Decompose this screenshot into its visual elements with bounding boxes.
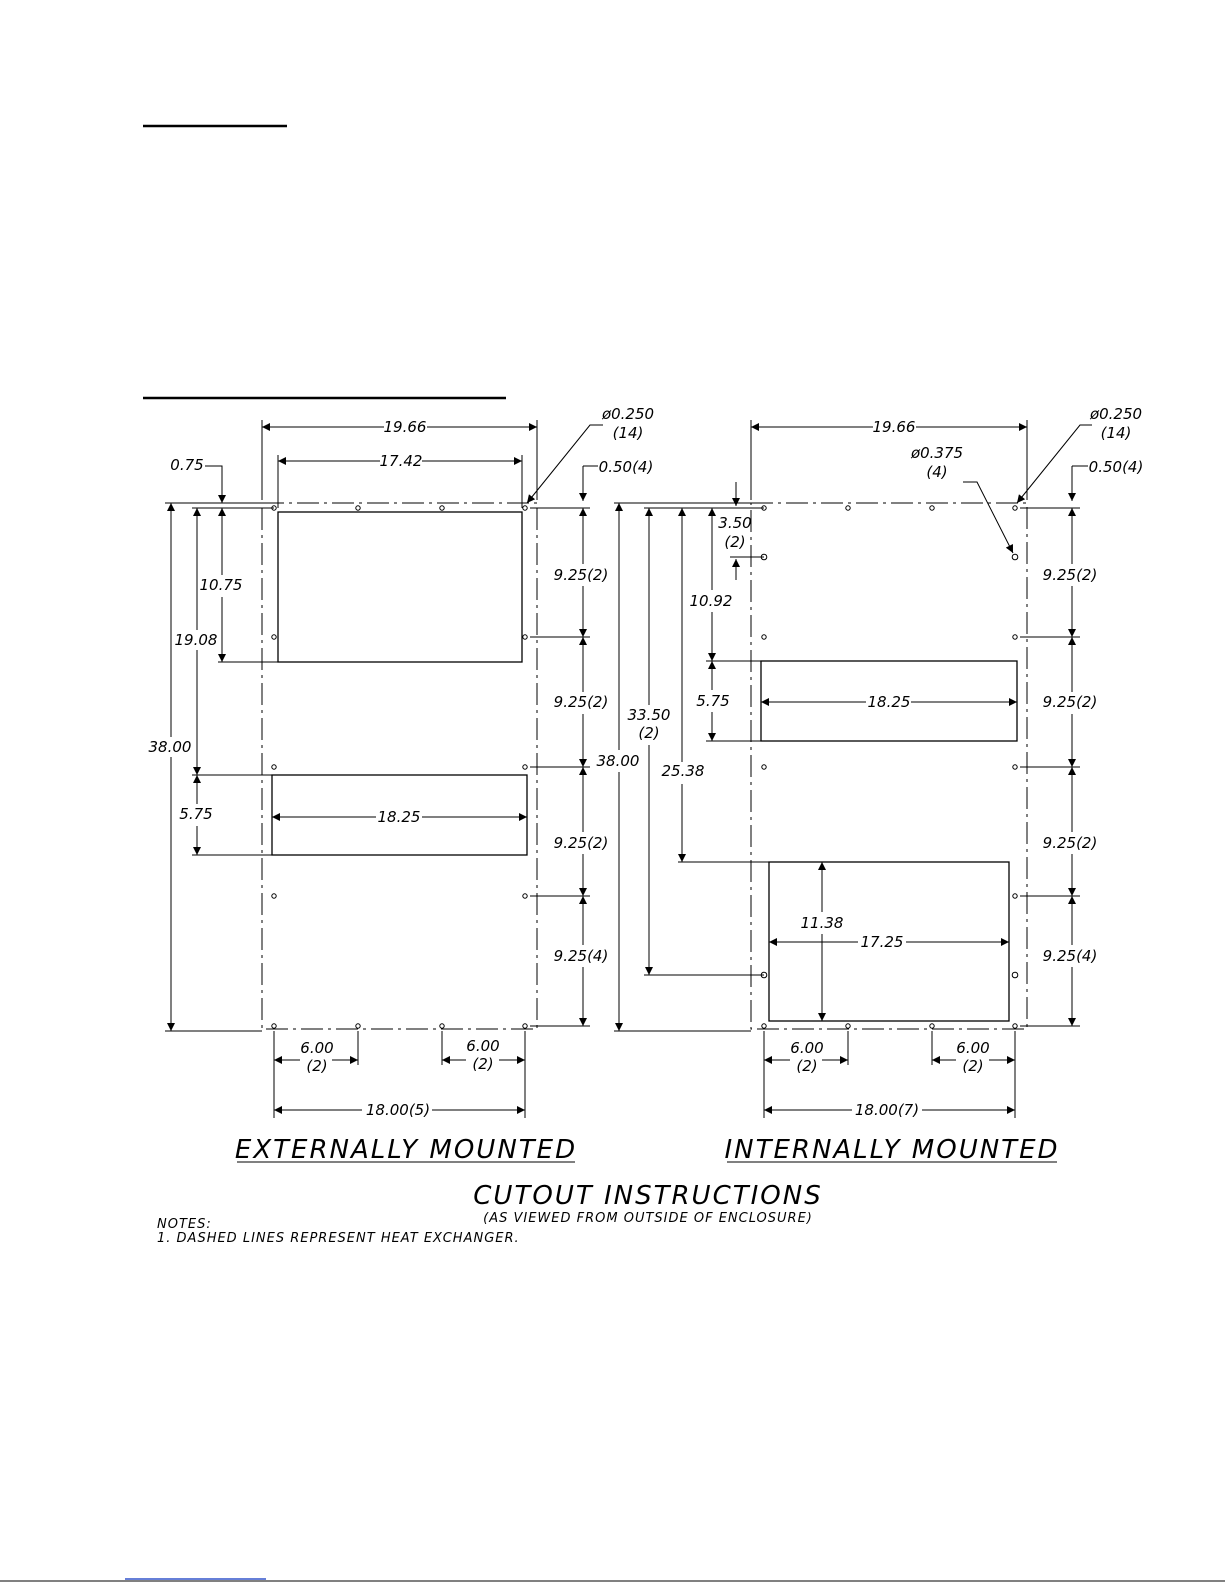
ext-to-bottom-cutout: 19.08 [175,631,218,649]
int-hole2-count: (4) [926,463,947,481]
int-overall-bolt: 18.00(7) [855,1101,919,1119]
ext-spacing-1: 9.25(2) [554,566,609,584]
int-top-cutout-height: 5.75 [696,692,729,710]
ext-bottom-right-count: (2) [472,1055,493,1073]
ext-overall-height: 38.00 [149,738,192,756]
int-bottom-right-count: (2) [962,1057,983,1075]
external-top-cutout [277,511,523,663]
int-to-lower-hole-count: (2) [638,724,659,742]
int-bottom-cutout-width: 17.25 [861,933,904,951]
int-spacing-3: 9.25(2) [1043,834,1098,852]
int-top-hole: 3.50 [718,514,751,532]
ext-spacing-2: 9.25(2) [554,693,609,711]
int-spacing-4: 9.25(4) [1043,947,1098,965]
notes-item-1: 1. DASHED LINES REPRESENT HEAT EXCHANGER… [157,1231,520,1246]
int-bottom-left-pitch: 6.00 [790,1039,823,1057]
int-hole-diameter: ø0.250 [1089,405,1142,423]
external-title: EXTERNALLY MOUNTED [235,1135,577,1165]
ext-bottom-cutout-width: 18.25 [378,808,421,826]
ext-hole-count: (14) [613,424,644,442]
ext-overall-width: 19.66 [384,418,427,436]
int-spacing-1: 9.25(2) [1043,566,1098,584]
int-to-lower-hole: 33.50 [628,706,671,724]
external-holes [271,505,528,1029]
ext-hole-diameter: ø0.250 [601,405,654,423]
ext-bottom-left-pitch: 6.00 [300,1039,333,1057]
ext-top-offset: 0.75 [170,456,203,474]
ext-top-cutout-height: 10.75 [200,576,243,594]
ext-bottom-cutout-height: 5.75 [179,805,212,823]
int-bottom-left-count: (2) [796,1057,817,1075]
int-top-hole-count: (2) [724,533,745,551]
ext-bottom-left-count: (2) [306,1057,327,1075]
ext-right-offset: 0.50(4) [599,458,654,476]
ext-overall-bolt: 18.00(5) [366,1101,430,1119]
int-bottom-cutout-height: 11.38 [801,914,844,932]
int-to-top-cutout: 10.92 [690,592,733,610]
int-bottom-right-pitch: 6.00 [956,1039,989,1057]
caption-subtitle: (AS VIEWED FROM OUTSIDE OF ENCLOSURE) [483,1211,813,1226]
int-hole-count: (14) [1101,424,1132,442]
ext-bottom-right-pitch: 6.00 [466,1037,499,1055]
external-view: 19.66 17.42 0.75 ø0.250 (14) 0.50(4) 10.… [149,405,655,1165]
int-overall-width: 19.66 [873,418,916,436]
ext-spacing-3: 9.25(2) [554,834,609,852]
int-right-offset: 0.50(4) [1089,458,1144,476]
notes-heading: NOTES: [157,1217,212,1232]
int-to-bottom-cutout: 25.38 [662,762,705,780]
int-hole2-diameter: ø0.375 [910,444,963,462]
int-spacing-2: 9.25(2) [1043,693,1098,711]
internal-view: 19.66 ø0.250 (14) ø0.375 (4) 0.50(4) 3.5… [597,405,1144,1165]
internal-title: INTERNALLY MOUNTED [724,1135,1059,1165]
caption-title: CUTOUT INSTRUCTIONS [473,1181,822,1211]
int-top-cutout-width: 18.25 [868,693,911,711]
internal-holes [760,505,1019,1029]
ext-top-cutout-width: 17.42 [380,452,423,470]
ext-spacing-4: 9.25(4) [554,947,609,965]
int-overall-height: 38.00 [597,752,640,770]
external-heat-exchanger-outline [261,502,538,1030]
internal-heat-exchanger-outline [750,502,1028,1030]
